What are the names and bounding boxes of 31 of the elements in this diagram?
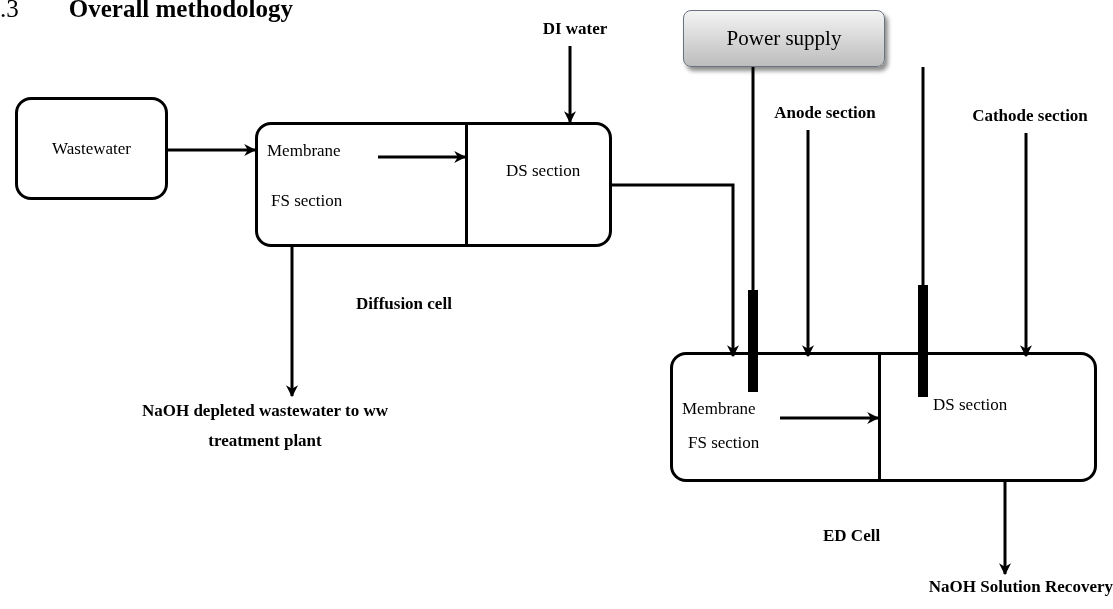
arrow: [564, 46, 576, 124]
cell-caption: Diffusion cell: [356, 293, 452, 315]
node-text: DI water: [541, 18, 609, 40]
wire-line: [921, 67, 925, 285]
arrow: [168, 144, 257, 156]
process-box: [15, 97, 168, 200]
arrow: [286, 247, 298, 398]
node-text: NaOH depleted wastewater to ww treatment plant: [140, 400, 390, 452]
power-supply-box: [683, 10, 885, 67]
arrow: [1020, 133, 1032, 358]
cell-caption: ED Cell: [823, 525, 881, 547]
node-text: NaOH Solution Recovery: [927, 576, 1113, 598]
node-text: Membrane: [267, 140, 341, 162]
node-text: Cathode section: [971, 105, 1089, 127]
node-text: Power supply: [726, 24, 842, 52]
arrow: [802, 130, 814, 358]
node-text: DS section: [506, 160, 581, 182]
node-text: Wastewater: [51, 137, 132, 160]
node-text: FS section: [271, 190, 343, 212]
electrode-bar: [918, 285, 928, 397]
node-text: Anode section: [773, 102, 877, 124]
wire-line: [751, 67, 755, 290]
electrode-bar: [748, 290, 758, 392]
arrow: [999, 482, 1011, 576]
arrow: [612, 183, 739, 358]
node-text: FS section: [688, 432, 760, 454]
section-heading: .3 Overall methodology: [0, 0, 294, 24]
node-text: Membrane: [682, 398, 756, 420]
arrow: [780, 412, 880, 424]
arrow: [378, 151, 467, 163]
node-text: DS section: [933, 394, 1008, 416]
